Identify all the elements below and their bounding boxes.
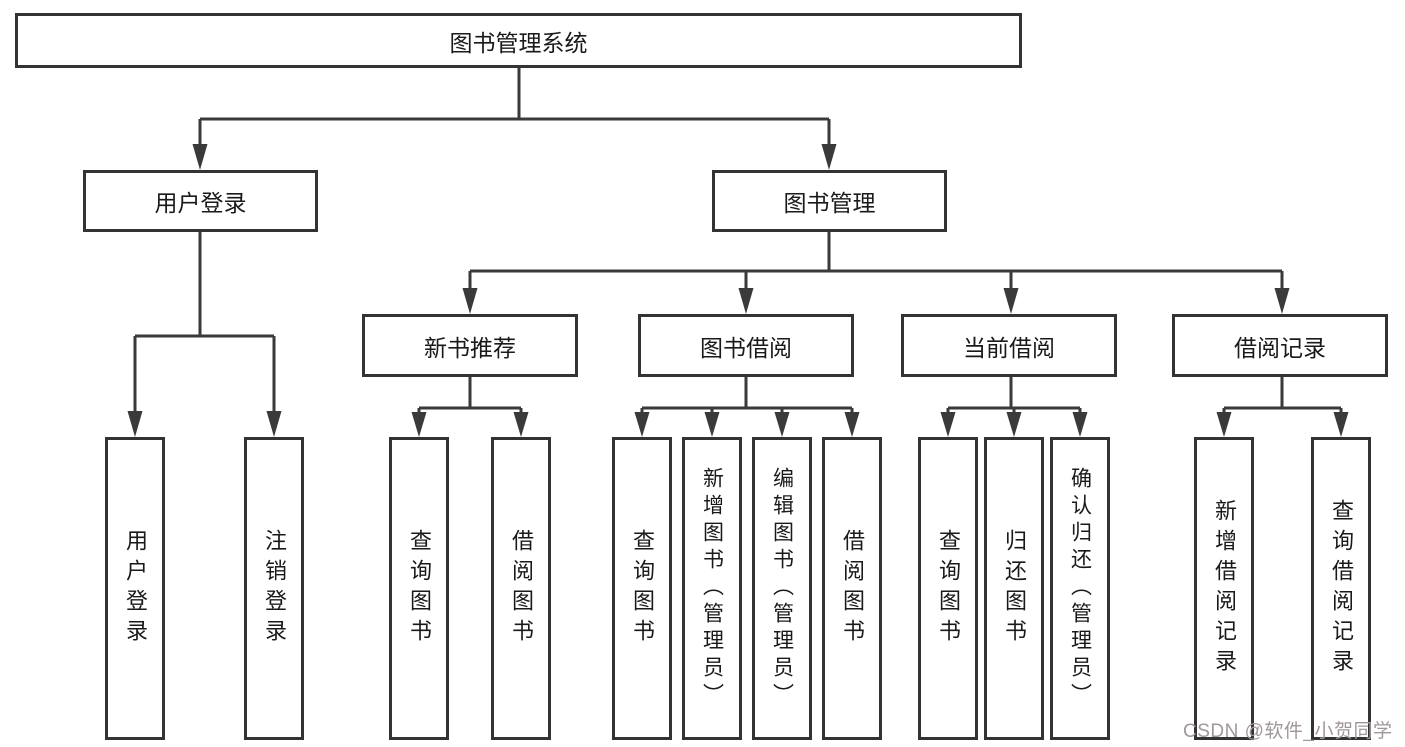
leaf-query-books-current-label: 查询图书: [936, 528, 961, 649]
leaf-query-borrow-record: 查询借阅记录: [1311, 437, 1371, 740]
node-book-management-label: 图书管理: [783, 190, 876, 216]
node-current-borrow: 当前借阅: [901, 314, 1117, 377]
node-new-book-recommend: 新书推荐: [362, 314, 578, 377]
leaf-return-books-label: 归还图书: [1002, 528, 1027, 649]
leaf-logout: 注销登录: [244, 437, 304, 740]
leaf-edit-books-admin-label: 编辑图书（管理员）: [770, 467, 794, 710]
leaf-query-books-recommend-label: 查询图书: [407, 528, 432, 649]
node-borrow-records-label: 借阅记录: [1234, 334, 1326, 361]
leaf-user-login-label: 用户登录: [123, 528, 148, 649]
leaf-query-books-current: 查询图书: [918, 437, 978, 740]
leaf-borrow-books-recommend: 借阅图书: [491, 437, 551, 740]
leaf-add-borrow-record: 新增借阅记录: [1194, 437, 1254, 740]
node-current-borrow-label: 当前借阅: [963, 334, 1055, 361]
leaf-borrow-books: 借阅图书: [822, 437, 882, 740]
leaf-query-books-borrow: 查询图书: [612, 437, 672, 740]
node-user-login: 用户登录: [83, 170, 318, 232]
node-book-borrow: 图书借阅: [638, 314, 854, 377]
leaf-query-books-recommend: 查询图书: [389, 437, 449, 740]
leaf-return-books: 归还图书: [984, 437, 1044, 740]
node-book-management: 图书管理: [712, 170, 947, 232]
leaf-add-books-admin-label: 新增图书（管理员）: [700, 467, 724, 710]
leaf-user-login: 用户登录: [105, 437, 165, 740]
node-user-login-label: 用户登录: [154, 190, 247, 216]
leaf-query-borrow-record-label: 查询借阅记录: [1329, 498, 1354, 679]
leaf-edit-books-admin: 编辑图书（管理员）: [752, 437, 812, 740]
arrowheads: [127, 144, 1349, 437]
node-root-label: 图书管理系统: [449, 29, 588, 56]
node-root-system: 图书管理系统: [15, 13, 1022, 68]
leaf-confirm-return-admin-label: 确认归还（管理员）: [1068, 467, 1092, 710]
leaf-logout-label: 注销登录: [262, 528, 287, 649]
node-book-borrow-label: 图书借阅: [700, 334, 792, 361]
leaf-add-books-admin: 新增图书（管理员）: [682, 437, 742, 740]
csdn-watermark: CSDN @软件_小贺同学: [1183, 721, 1393, 742]
leaf-query-books-borrow-label: 查询图书: [630, 528, 655, 649]
node-borrow-records: 借阅记录: [1172, 314, 1388, 377]
leaf-add-borrow-record-label: 新增借阅记录: [1212, 498, 1237, 679]
leaf-borrow-books-recommend-label: 借阅图书: [509, 528, 534, 649]
node-new-book-recommend-label: 新书推荐: [424, 334, 516, 361]
leaf-confirm-return-admin: 确认归还（管理员）: [1050, 437, 1110, 740]
leaf-borrow-books-label: 借阅图书: [840, 528, 865, 649]
